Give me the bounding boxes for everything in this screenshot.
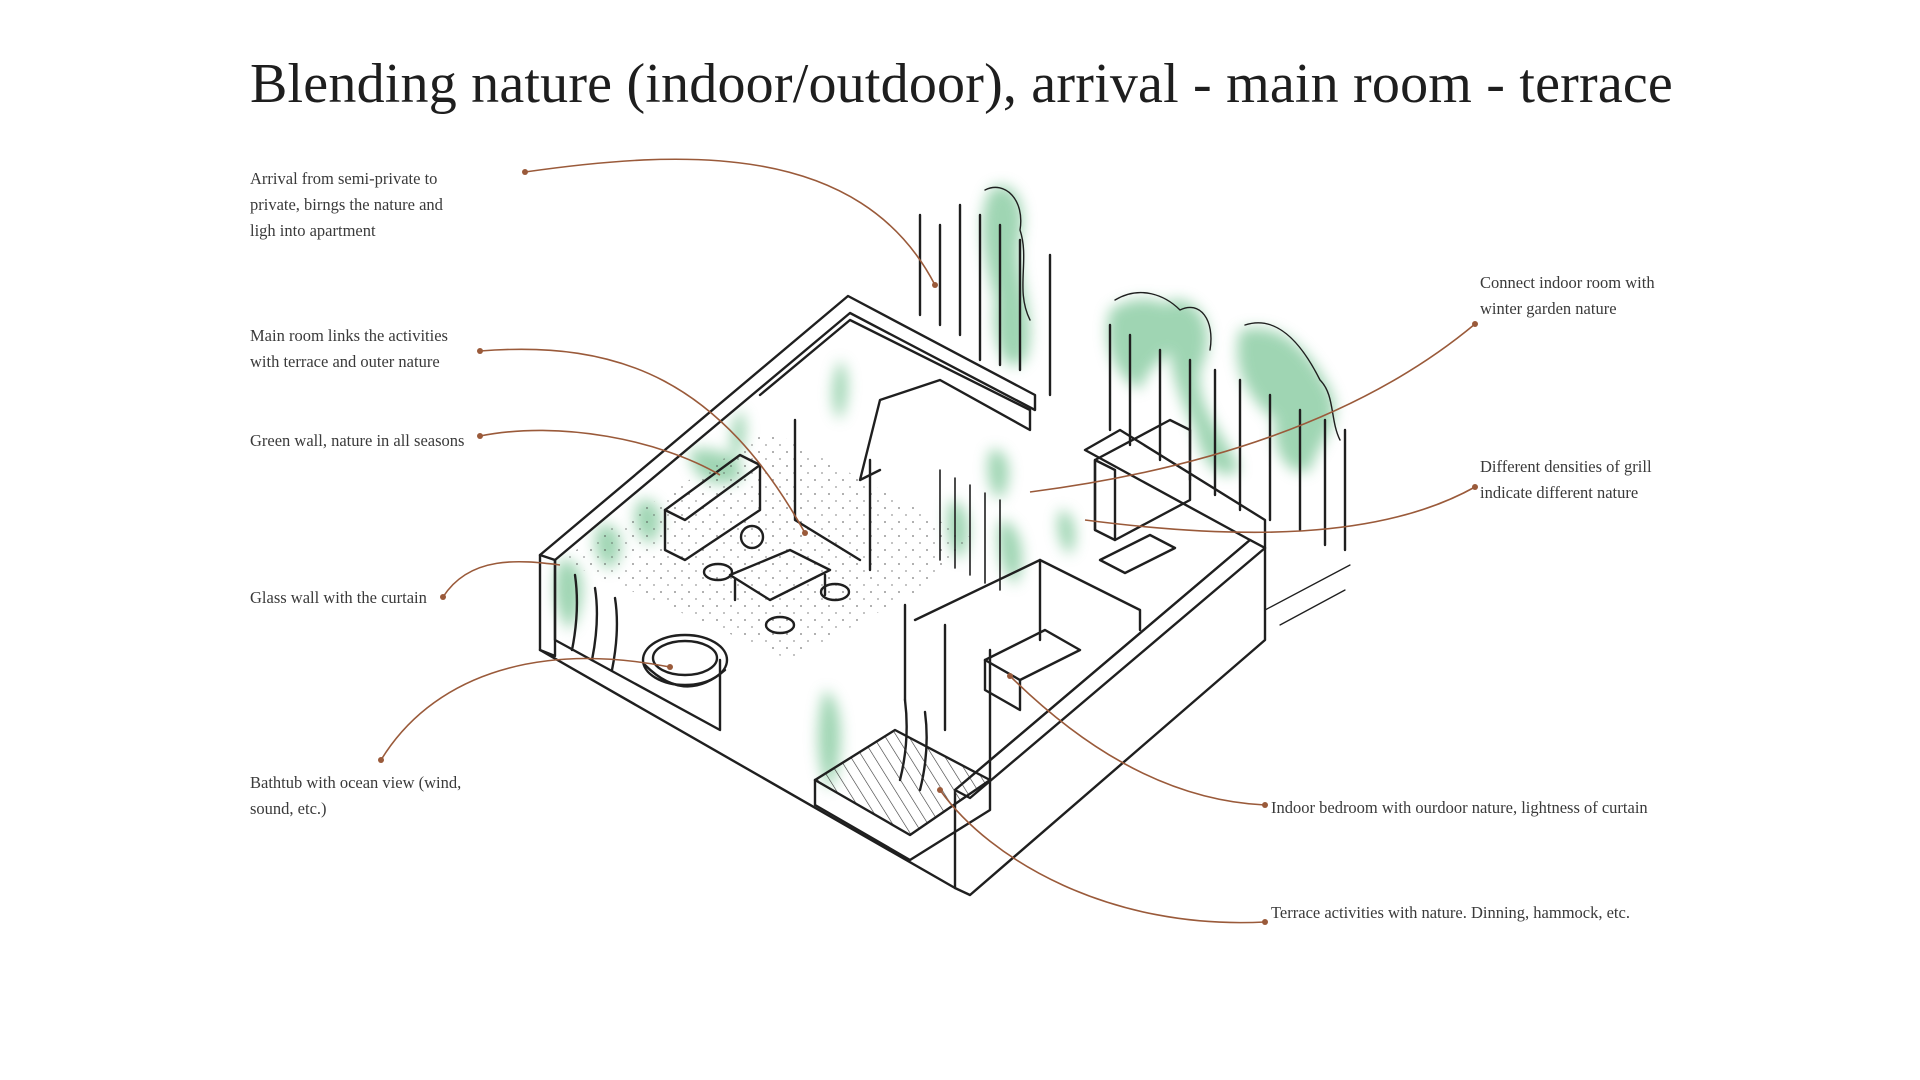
wall-blob xyxy=(555,560,583,630)
grill-blob xyxy=(988,450,1009,500)
ground-line xyxy=(1265,565,1350,625)
main-room-floor xyxy=(560,430,975,660)
grill-blob xyxy=(1058,510,1076,555)
bed xyxy=(985,630,1080,680)
tree-trunk xyxy=(920,205,980,360)
apartment-plan xyxy=(540,187,1350,895)
tree-blob xyxy=(1167,300,1240,475)
outer-wall-right xyxy=(955,540,1265,895)
wardrobe-front xyxy=(1095,460,1115,540)
tree-trunk xyxy=(1325,420,1345,550)
leader-bathtub xyxy=(381,659,670,760)
leader-arrival xyxy=(525,159,935,285)
outer-wall-left xyxy=(540,555,555,656)
wall-blob xyxy=(833,360,848,420)
sink xyxy=(1100,535,1175,573)
leader-glass-wall xyxy=(443,562,560,597)
bedroom-wall xyxy=(915,560,1140,630)
bathtub-inner xyxy=(653,641,717,675)
